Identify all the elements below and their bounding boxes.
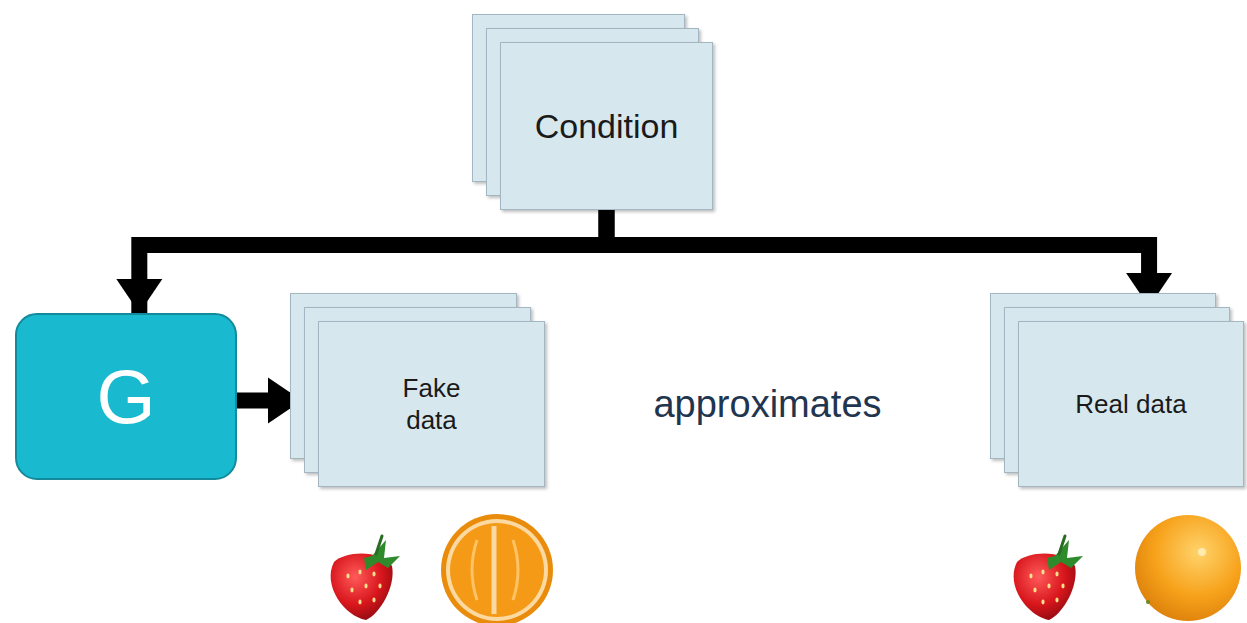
generator-box: G <box>15 313 237 480</box>
relation-label: approximates <box>653 383 881 426</box>
real-data-box: Real data <box>1018 321 1244 487</box>
fake-data-box: Fake data <box>318 321 545 487</box>
condition-box: Condition <box>500 42 713 210</box>
node-text: Fake data <box>377 372 487 437</box>
node-text: G <box>96 349 155 444</box>
node-text: Real data <box>1075 388 1186 421</box>
node-text: Condition <box>535 105 679 148</box>
